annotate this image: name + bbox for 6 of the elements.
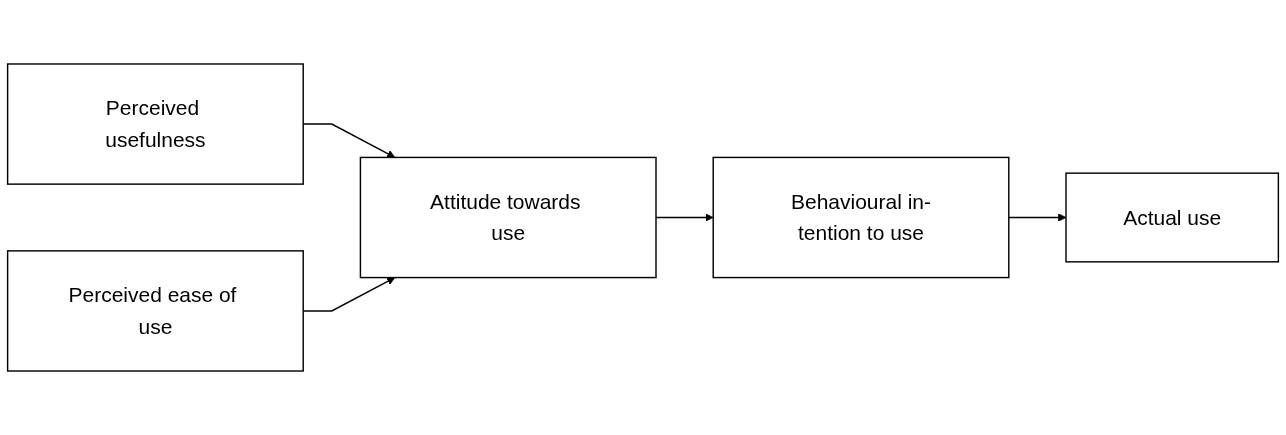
- node-box: Perceived usefulness: [6, 63, 304, 185]
- node-box: Attitude towards use: [359, 156, 657, 279]
- arrow: [1008, 213, 1067, 222]
- node-box: Behavioural in-tention to use: [712, 156, 1010, 279]
- node-box: Perceived ease of use: [6, 250, 304, 372]
- node-box: Actual use: [1065, 172, 1280, 263]
